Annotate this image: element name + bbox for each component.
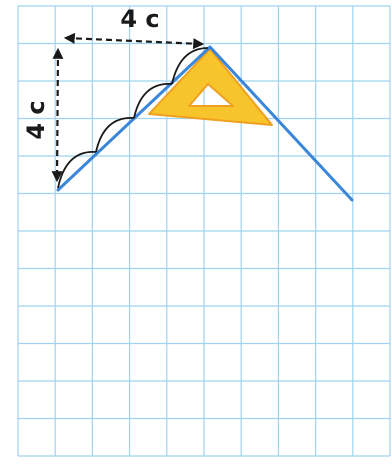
step-arc-2 [95, 117, 135, 153]
vertical-measure-label: 4 c [22, 100, 50, 139]
horizontal-measure-arrow [63, 32, 205, 50]
diagonal-line [56, 45, 354, 202]
set-square [148, 48, 273, 126]
step-arc-3 [133, 83, 173, 119]
vertical-measure: 4 c [22, 47, 64, 183]
set-square-body [148, 48, 273, 126]
vertical-measure-arrow [51, 47, 64, 183]
horizontal-measure: 4 c [63, 5, 205, 50]
horizontal-measure-label: 4 c [120, 5, 159, 33]
